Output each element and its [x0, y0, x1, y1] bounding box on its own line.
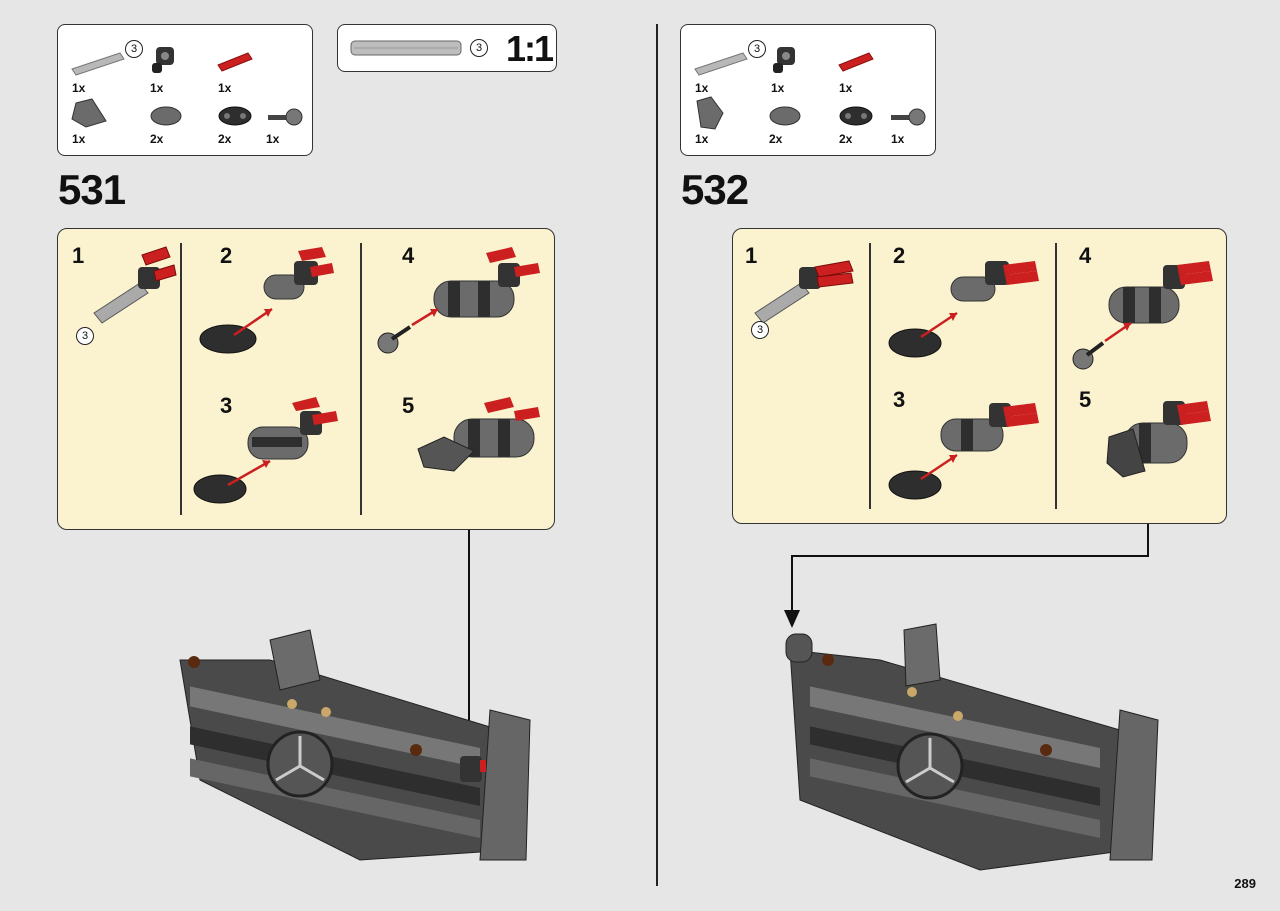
- qty-label: 1x: [891, 132, 905, 146]
- qty-label: 1x: [72, 81, 86, 95]
- callout-divider: [180, 243, 182, 515]
- axle-length-circle: 3: [76, 327, 94, 345]
- qty-label: 2x: [150, 132, 164, 146]
- qty-label: 2x: [769, 132, 783, 146]
- panel-attach-assembly-icon: [417, 397, 540, 472]
- ball-joint-icon: [268, 108, 303, 126]
- scale-bar-box: 3 1:1: [337, 24, 557, 72]
- black-beam-icon: [839, 106, 873, 126]
- substep-number: 1: [72, 243, 85, 268]
- axle-connector-icon: [773, 47, 795, 73]
- gray-panel-icon: [71, 98, 107, 128]
- qty-label: 2x: [218, 132, 232, 146]
- substep-number: 3: [893, 387, 906, 412]
- callout-divider: [360, 243, 362, 515]
- qty-label: 1x: [72, 132, 86, 146]
- red-axle-icon: [217, 52, 253, 72]
- substep-callout: 1 2 3 4 5 3: [57, 228, 555, 530]
- substep-number: 5: [1079, 387, 1092, 412]
- qty-label: 1x: [695, 132, 709, 146]
- substep-number: 2: [220, 243, 233, 268]
- axle-connector-assembly-icon: [93, 246, 177, 324]
- substep-number: 2: [893, 243, 906, 268]
- step-number: 532: [681, 166, 749, 213]
- ball-joint-icon: [891, 108, 926, 126]
- substep-number: 4: [1079, 243, 1092, 268]
- beam-stack-assembly-icon: [888, 403, 1039, 500]
- axle-scale-icon: [350, 40, 462, 56]
- grille-model-532: [785, 623, 1159, 871]
- red-axle-icon: [838, 52, 874, 72]
- page-divider: [656, 24, 658, 886]
- beam-attach-assembly-icon: [888, 261, 1039, 358]
- axle-length-circle: 3: [751, 321, 769, 339]
- beam-attach-assembly-icon: [199, 247, 334, 354]
- ball-joint-insert-icon: [377, 247, 540, 354]
- axle-connector-assembly-icon: [754, 260, 854, 324]
- qty-label: 1x: [150, 81, 164, 95]
- substep-number: 4: [402, 243, 415, 268]
- parts-list-532: 3 1x 1x 1x 1x 2x 2x 1x: [680, 24, 936, 156]
- black-beam-icon: [218, 106, 252, 126]
- substep-number: 5: [402, 393, 415, 418]
- substep-number: 3: [220, 393, 233, 418]
- grille-model-531: [179, 629, 531, 861]
- gray-beam-icon: [150, 106, 182, 126]
- substep-number: 1: [745, 243, 758, 268]
- axle-length-circle: 3: [125, 40, 143, 58]
- gray-axle-icon: [694, 52, 748, 76]
- qty-label: 1x: [266, 132, 280, 146]
- panel-attach-assembly-icon: [1106, 401, 1211, 478]
- axle-length-circle: 3: [748, 40, 766, 58]
- qty-label: 1x: [771, 81, 785, 95]
- qty-label: 1x: [839, 81, 853, 95]
- callout-divider: [869, 243, 871, 509]
- gray-beam-icon: [769, 106, 801, 126]
- axle-connector-icon: [152, 47, 174, 73]
- axle-length-circle: 3: [470, 39, 488, 57]
- beam-stack-assembly-icon: [193, 397, 338, 504]
- ball-joint-insert-icon: [1072, 261, 1213, 370]
- qty-label: 1x: [695, 81, 709, 95]
- gray-axle-icon: [71, 52, 125, 76]
- qty-label: 2x: [839, 132, 853, 146]
- callout-divider: [1055, 243, 1057, 509]
- gray-panel-icon: [696, 96, 724, 130]
- page-number: 289: [1234, 876, 1256, 891]
- qty-label: 1x: [218, 81, 232, 95]
- parts-list-531: 3 1x 1x 1x 1x 2x 2x 1x: [57, 24, 313, 156]
- scale-ratio: 1:1: [506, 28, 554, 69]
- substep-callout: 1 2 3 4 5 3: [732, 228, 1227, 524]
- step-number: 531: [58, 166, 126, 213]
